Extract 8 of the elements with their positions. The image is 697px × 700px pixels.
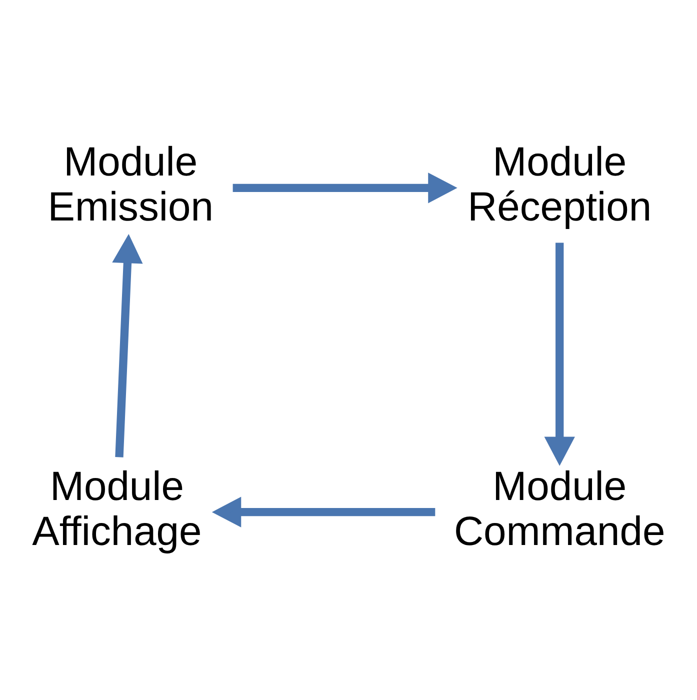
node-text: Module Emission — [48, 138, 214, 230]
arrow — [212, 496, 436, 528]
node-text: Module Réception — [468, 138, 652, 230]
arrow — [112, 234, 143, 458]
arrow — [232, 172, 458, 204]
node-text: Module Commande — [454, 462, 666, 554]
arrow — [544, 242, 575, 466]
node-text: Module Affichage — [32, 462, 202, 554]
